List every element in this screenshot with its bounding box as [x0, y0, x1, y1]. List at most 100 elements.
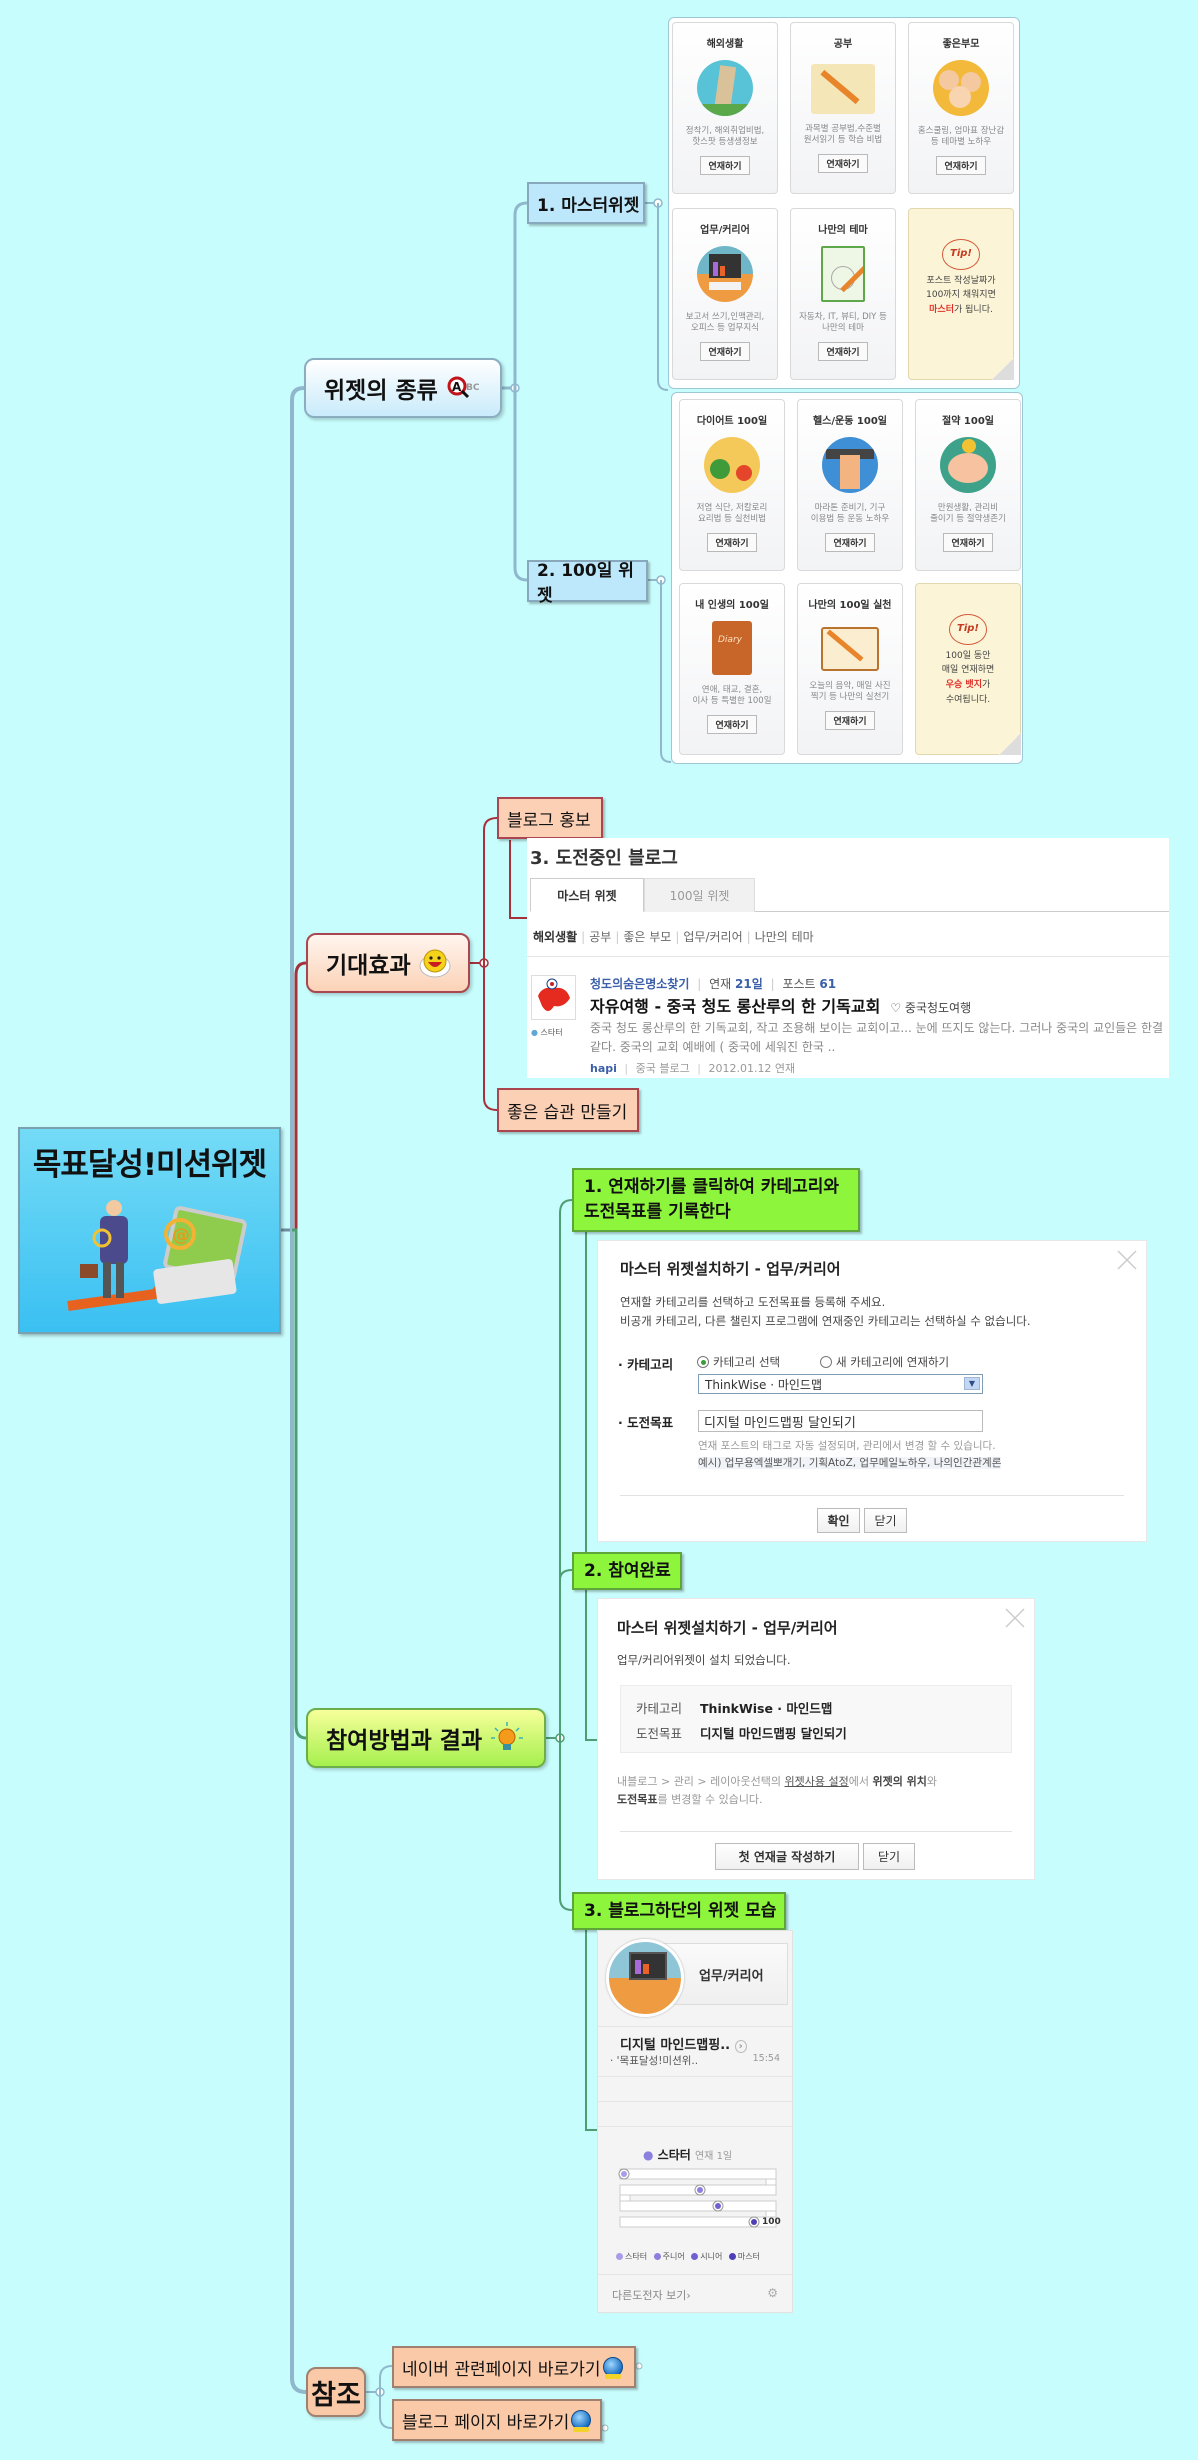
node-method-result[interactable]: 참여방법과 결과 [306, 1708, 546, 1768]
serialize-button[interactable]: 연재하기 [818, 341, 868, 361]
note-text: 와 [926, 1775, 938, 1788]
node-references[interactable]: 참조 [306, 2367, 366, 2417]
other-challengers-link[interactable]: 다른도전자 보기› [612, 2289, 691, 2302]
card-desc: 등 테마별 노하우 [930, 137, 992, 148]
goal-label: · 도전목표 [618, 1415, 674, 1430]
widget-post-item[interactable]: · '목표달성!미션위..15:54 [610, 2053, 780, 2068]
globe-link-icon [602, 2357, 623, 2379]
card-desc: 과목별 공부법,수준별 [805, 124, 881, 134]
category-theme[interactable]: 나만의 테마 [754, 930, 814, 944]
close-button[interactable]: 닫기 [864, 1508, 907, 1533]
close-button[interactable]: 닫기 [863, 1843, 915, 1870]
node-blog-promotion[interactable]: 블로그 홍보 [497, 797, 603, 839]
serialize-button[interactable]: 연재하기 [943, 532, 993, 552]
post-title-row: 자유여행 - 중국 청도 롱산루의 한 기독교회 ♡ 중국청도여행 [590, 993, 971, 1017]
clipboard-pencil-icon [821, 246, 865, 302]
serialize-button[interactable]: 연재하기 [818, 153, 868, 173]
serialize-button[interactable]: 연재하기 [700, 341, 750, 361]
node-master-widget[interactable]: 1. 마스터위젯 [527, 182, 645, 224]
radio-label: 카테고리 선택 [713, 1355, 781, 1369]
card-title: 나만의 100일 실천 [808, 600, 892, 611]
stage-label: 스타터 [657, 2148, 691, 2162]
close-icon[interactable] [1004, 1607, 1026, 1629]
goal-input[interactable]: 디지털 마인드맵핑 달인되기 [698, 1410, 983, 1432]
laughing-smiley-icon [419, 948, 451, 978]
category-filter: 해외생활|공부|좋은 부모|업무/커리어|나만의 테마 [533, 930, 814, 944]
serialize-button[interactable]: 연재하기 [825, 532, 875, 552]
serialize-button[interactable]: 연재하기 [707, 714, 757, 734]
legend-junior: 주니어 [662, 2252, 685, 2261]
card-title: 해외생활 [706, 39, 744, 50]
category-label: · 카테고리 [618, 1357, 674, 1372]
summary-goal-label: 도전목표 [636, 1726, 683, 1741]
node-expected-effects[interactable]: 기대효과 [306, 933, 470, 993]
radio-new-category[interactable]: 새 카테고리에 연재하기 [820, 1354, 949, 1370]
post-title-link[interactable]: 자유여행 - 중국 청도 롱산루의 한 기독교회 [590, 997, 881, 1016]
post-category-link[interactable]: 중국 블로그 [635, 1062, 690, 1075]
post-tag[interactable]: ♡ 중국청도여행 [890, 1001, 972, 1015]
widget-card-life: 내 인생의 100일 Diary 연애, 태교, 결혼,이사 등 특별한 100… [679, 583, 785, 755]
serialize-button[interactable]: 연재하기 [825, 710, 875, 730]
card-desc: 홈스쿨링, 엄마표 장난감 [917, 126, 1005, 136]
author-link[interactable]: hapi [590, 1062, 617, 1075]
category-career[interactable]: 업무/커리어 [683, 930, 743, 944]
days-label: 연재 [709, 977, 732, 991]
card-title: 절약 100일 [942, 416, 994, 427]
gear-icon[interactable]: ⚙ [767, 2286, 778, 2300]
node-100day-widget[interactable]: 2. 100일 위젯 [527, 560, 648, 606]
level-badge: ● 스타터 [531, 1028, 563, 1037]
globe-link-icon [571, 2410, 592, 2432]
days-value: 21일 [735, 977, 763, 991]
play-icon[interactable]: › [734, 2040, 747, 2053]
chevron-down-icon[interactable]: ▼ [964, 1377, 980, 1390]
tip-text: 수여됩니다. [945, 695, 991, 706]
level-label: 스타터 [540, 1028, 563, 1037]
radio-unchecked-icon[interactable] [820, 1356, 832, 1368]
widget-goal[interactable]: 디지털 마인드맵핑.. › [620, 2034, 747, 2053]
card-desc: 찍기 등 나만의 실천기 [810, 692, 890, 703]
card-title: 다이어트 100일 [696, 416, 768, 427]
tab-100day-widget[interactable]: 100일 위젯 [644, 878, 755, 912]
widget-tabs: 마스터 위젯 100일 위젯 [530, 878, 1169, 912]
link-naver-page[interactable]: 네이버 관련페이지 바로가기 [392, 2346, 636, 2388]
write-first-post-button[interactable]: 첫 연재글 작성하기 [715, 1843, 859, 1870]
divider [620, 1831, 1012, 1832]
serialize-button[interactable]: 연재하기 [700, 155, 750, 175]
category-parent[interactable]: 좋은 부모 [623, 930, 672, 944]
radio-checked-icon[interactable] [697, 1356, 709, 1368]
node-expected-effects-label: 기대효과 [326, 953, 411, 979]
close-icon[interactable] [1116, 1249, 1138, 1271]
summary-category-value: ThinkWise · 마인드맵 [700, 1701, 833, 1716]
serialize-button[interactable]: 연재하기 [936, 155, 986, 175]
blog-meta: 청도의숨은명소찾기 | 연재 21일 | 포스트 61 [590, 977, 837, 991]
legend-starter: 스타터 [625, 2252, 648, 2261]
card-desc: 자동차, IT, 뷰티, DIY 등 [799, 312, 887, 322]
tab-master-widget[interactable]: 마스터 위젯 [530, 878, 644, 912]
category-overseas[interactable]: 해외생활 [533, 930, 578, 944]
card-title: 내 인생의 100일 [695, 600, 769, 611]
category-select[interactable]: ThinkWise · 마인드맵 ▼ [698, 1374, 983, 1394]
dialog-title: 마스터 위젯설치하기 - 업무/커리어 [617, 1619, 838, 1637]
serialize-button[interactable]: 연재하기 [707, 532, 757, 552]
divider [620, 1495, 1124, 1496]
node-step-3[interactable]: 3. 블로그하단의 위젯 모습 [572, 1892, 786, 1930]
radio-select-category[interactable]: 카테고리 선택 [697, 1354, 780, 1370]
node-step-2[interactable]: 2. 참여완료 [572, 1552, 682, 1590]
dialog-title: 마스터 위젯설치하기 - 업무/커리어 [620, 1260, 841, 1278]
link-blog-page[interactable]: 블로그 페이지 바로가기 [392, 2399, 602, 2441]
piggy-bank-icon [940, 437, 996, 493]
blog-thumbnail[interactable] [531, 975, 576, 1020]
svg-text:A: A [452, 380, 462, 394]
category-study[interactable]: 공부 [589, 930, 612, 944]
root-node[interactable]: 목표달성!미션위젯 @ [18, 1127, 281, 1334]
widget-settings-link[interactable]: 위젯사용 설정 [784, 1775, 849, 1788]
node-good-habit[interactable]: 좋은 습관 만들기 [497, 1088, 639, 1132]
blog-name-link[interactable]: 청도의숨은명소찾기 [590, 977, 690, 991]
confirm-button[interactable]: 확인 [817, 1508, 860, 1533]
link-naver-page-label: 네이버 관련페이지 바로가기 [402, 2359, 601, 2380]
